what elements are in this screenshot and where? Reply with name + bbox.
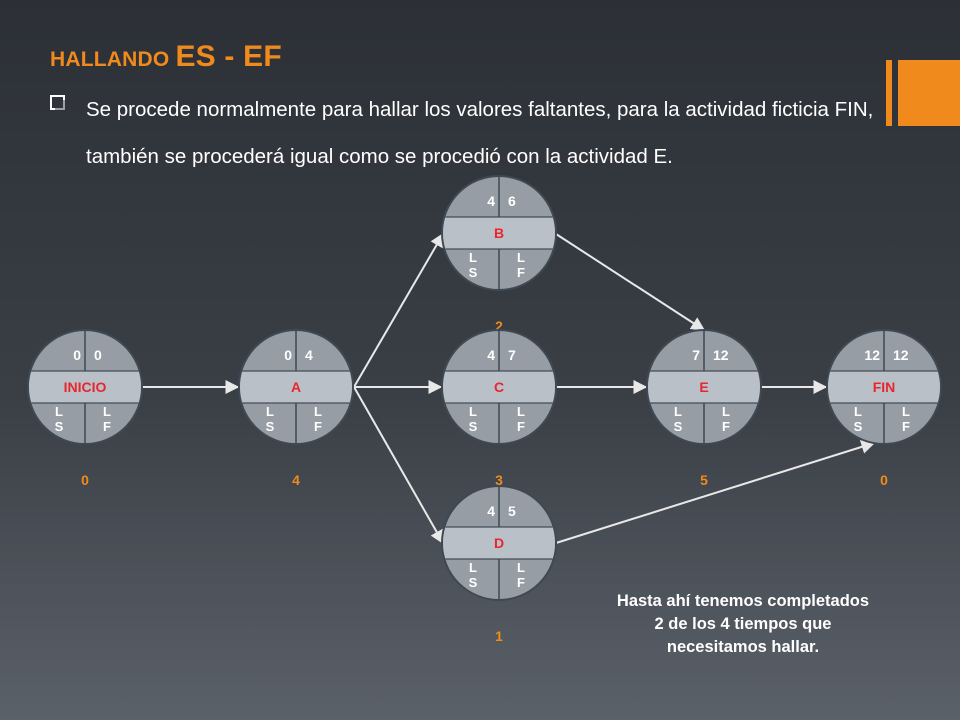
activity-name: D — [494, 535, 504, 551]
es-value: 4 — [487, 503, 495, 519]
node-name-band — [240, 370, 352, 404]
ef-value: 5 — [508, 503, 516, 519]
edges-layer — [141, 232, 876, 545]
duration-label: 0 — [880, 472, 888, 488]
duration-label: 4 — [292, 472, 300, 488]
activity-name: A — [291, 379, 301, 395]
activity-name: B — [494, 225, 504, 241]
note-line: 2 de los 4 tiempos que — [654, 615, 832, 633]
edge-b-e — [555, 233, 706, 331]
duration-label: 5 — [700, 472, 708, 488]
duration-label: 2 — [495, 318, 503, 334]
bullet-point: Se procede normalmente para hallar los v… — [50, 86, 930, 180]
node-name-band — [443, 216, 555, 250]
edge-a-b — [353, 232, 444, 388]
es-value: 12 — [864, 347, 880, 363]
accent-bar-thin — [886, 60, 892, 126]
es-value: 7 — [692, 347, 700, 363]
checkbox-bullet-icon — [50, 95, 65, 110]
duration-label: 0 — [81, 472, 89, 488]
node-name-band — [648, 370, 760, 404]
es-value: 0 — [73, 347, 81, 363]
note-text: Hasta ahí tenemos completados 2 de los 4… — [590, 590, 896, 659]
ef-value: 12 — [713, 347, 729, 363]
activity-name: FIN — [873, 379, 896, 395]
bullet-text: Se procede normalmente para hallar los v… — [86, 98, 874, 168]
title-big: ES - EF — [175, 40, 282, 73]
node-name-band — [29, 370, 141, 404]
edge-a-d — [353, 386, 444, 545]
ef-value: 12 — [893, 347, 909, 363]
accent-bar-thick — [898, 60, 960, 126]
activity-name: INICIO — [64, 379, 107, 395]
title-small: HALLANDO — [50, 48, 170, 71]
es-value: 0 — [284, 347, 292, 363]
ef-value: 4 — [305, 347, 313, 363]
note-line: necesitamos hallar. — [666, 638, 820, 656]
ef-value: 0 — [94, 347, 102, 363]
activity-name: C — [494, 379, 504, 395]
duration-label: 3 — [495, 472, 503, 488]
es-value: 4 — [487, 193, 495, 209]
ef-value: 7 — [508, 347, 516, 363]
activity-name: E — [699, 379, 708, 395]
es-value: 4 — [487, 347, 495, 363]
note-line: Hasta ahí tenemos completados — [616, 592, 870, 610]
ef-value: 6 — [508, 193, 516, 209]
duration-label: 1 — [495, 628, 503, 644]
slide-title: HALLANDO ES - EF — [50, 40, 282, 74]
edge-d-fin — [555, 440, 876, 544]
